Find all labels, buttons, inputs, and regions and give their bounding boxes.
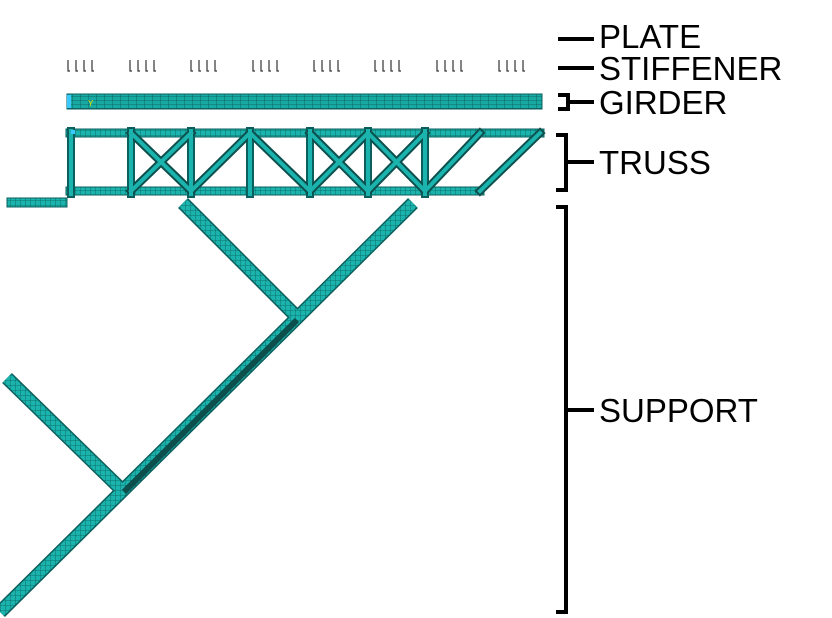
- stiffener-tick: [329, 60, 332, 72]
- stiffener-tick: [337, 60, 340, 72]
- truss-bracket: [556, 133, 594, 192]
- stiffener-tick: [67, 60, 70, 72]
- truss-label: TRUSS: [599, 144, 711, 181]
- stiffener-tick: [452, 60, 455, 72]
- stiffener-tick: [374, 60, 377, 72]
- stiffener-label: STIFFENER: [599, 50, 782, 87]
- ledge-mesh: [6, 197, 68, 208]
- stiffener-tick: [137, 60, 140, 72]
- label-brackets: [556, 37, 594, 614]
- stiffener-tick: [382, 60, 385, 72]
- girder-bracket: [558, 93, 594, 111]
- stiffener-tick: [313, 60, 316, 72]
- stiffener-tick: [436, 60, 439, 72]
- stiffener-tick: [198, 60, 201, 72]
- stiffener-tick: [153, 60, 156, 72]
- axis-marker: Y: [88, 99, 94, 108]
- support-bracket: [556, 205, 594, 614]
- stiffener-tick: [460, 60, 463, 72]
- stiffener-tick: [83, 60, 86, 72]
- stiffener-tick: [145, 60, 148, 72]
- plate-label: PLATE: [599, 18, 701, 55]
- stiffener-tick: [398, 60, 401, 72]
- stiffener-tick: [498, 60, 501, 72]
- stiffener-tick: [190, 60, 193, 72]
- stiffener-tick: [444, 60, 447, 72]
- stiffener-tick: [522, 60, 525, 72]
- stiffener-tick: [321, 60, 324, 72]
- stiffener-row: [67, 60, 525, 72]
- stiffener-tick: [75, 60, 78, 72]
- truss-mesh: [65, 127, 546, 198]
- stiffener-tick: [514, 60, 517, 72]
- support-mesh: [0, 198, 418, 617]
- stiffener-tick: [268, 60, 271, 72]
- stiffener-tick: [390, 60, 393, 72]
- stiffener-tick: [206, 60, 209, 72]
- stiffener-tick: [260, 60, 263, 72]
- girder-label: GIRDER: [599, 84, 727, 121]
- stiffener-tick: [506, 60, 509, 72]
- support-label: SUPPORT: [599, 392, 758, 429]
- stiffener-tick: [276, 60, 279, 72]
- stiffener-tick: [91, 60, 94, 72]
- girder-mesh: Y: [66, 93, 543, 110]
- stiffener-tick: [252, 60, 255, 72]
- stiffener-tick: [214, 60, 217, 72]
- stiffener-tick: [129, 60, 132, 72]
